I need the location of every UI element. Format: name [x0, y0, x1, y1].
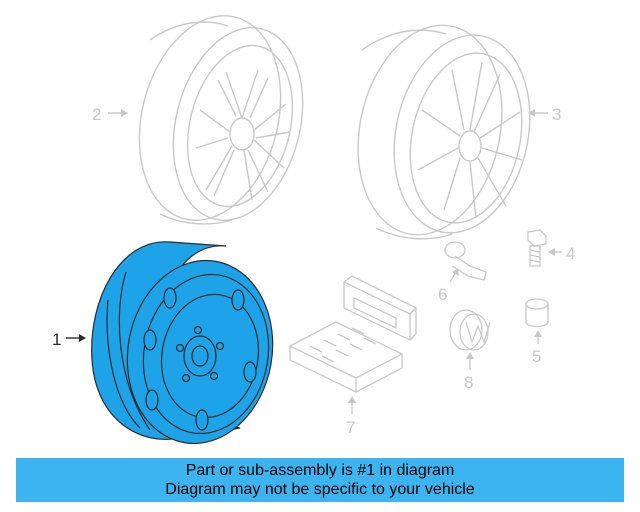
- alloy-wheel-part-3: [357, 24, 531, 240]
- arrow-7: [348, 396, 356, 414]
- callout-7: 7: [346, 418, 355, 437]
- center-cap-part-8: [449, 309, 491, 351]
- arrow-6: [449, 268, 459, 283]
- arrow-2: [108, 109, 128, 117]
- callout-2: 2: [92, 105, 101, 124]
- callout-4: 4: [566, 244, 575, 263]
- callout-1: 1: [52, 330, 61, 349]
- parts-diagram: 2 3 1: [52, 15, 575, 445]
- banner-line-1: Part or sub-assembly is #1 in diagram: [185, 462, 455, 479]
- tool-kit-part-7: [288, 275, 418, 393]
- alloy-wheel-part-2: [138, 15, 304, 225]
- steel-wheel-part-1: [91, 241, 274, 445]
- arrow-5: [534, 330, 542, 344]
- callout-8: 8: [464, 373, 473, 392]
- arrow-4: [548, 248, 562, 256]
- arrow-8: [466, 352, 474, 370]
- callout-6: 6: [438, 285, 447, 304]
- callout-5: 5: [532, 347, 541, 366]
- callout-3: 3: [552, 105, 561, 124]
- arrow-3: [528, 109, 548, 117]
- info-banner: Part or sub-assembly is #1 in diagram Di…: [16, 458, 624, 502]
- banner-line-2: Diagram may not be specific to your vehi…: [165, 481, 475, 498]
- valve-stem-part-6: [444, 241, 487, 281]
- lock-nut-part-5: [525, 298, 549, 328]
- wheel-bolt-part-4: [527, 229, 547, 267]
- arrow-1: [66, 334, 86, 342]
